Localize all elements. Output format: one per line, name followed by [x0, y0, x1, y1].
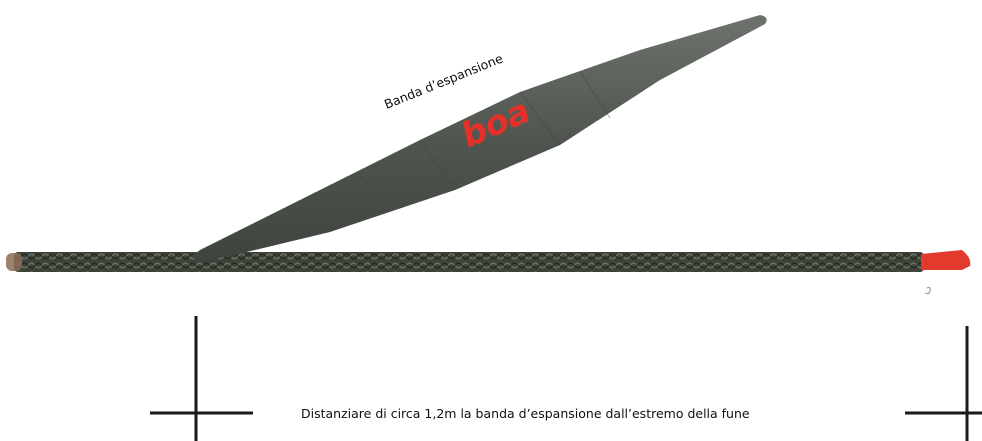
rope-body: [14, 252, 924, 272]
band-crease-3: [579, 71, 611, 119]
band-crease-4: [359, 174, 386, 213]
right-distance-marker: [905, 326, 982, 441]
rope: [6, 250, 971, 295]
expansion-band: boa: [192, 15, 767, 262]
band-crease-2: [519, 91, 561, 146]
left-distance-marker: [150, 316, 253, 441]
rope-frayed-end: [6, 253, 22, 271]
band-crease-1: [419, 139, 456, 191]
rope-red-tip: [921, 250, 971, 270]
band-shape: [192, 15, 767, 262]
small-hook-mark: [924, 286, 931, 295]
distance-caption: Distanziare di circa 1,2m la banda d’esp…: [301, 406, 750, 421]
